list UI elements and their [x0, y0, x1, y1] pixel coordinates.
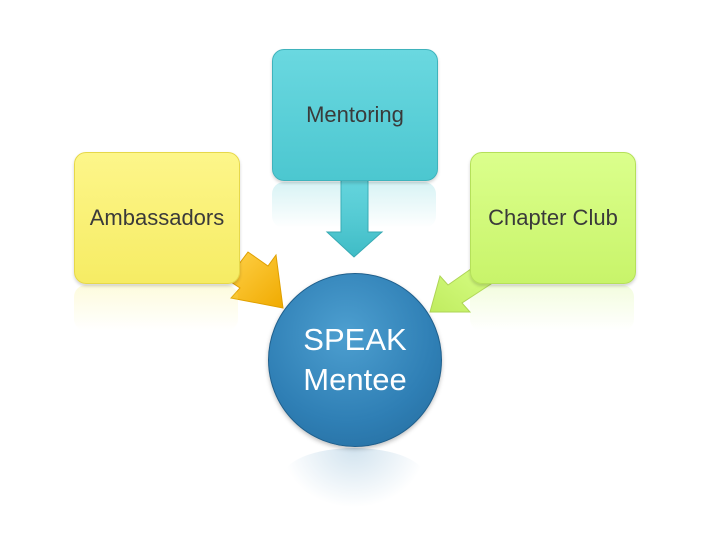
ambassadors-reflection: [74, 285, 238, 331]
center-label-line2: Mentee: [303, 362, 407, 397]
chapter-club-reflection: [470, 285, 634, 331]
ambassadors-node: Ambassadors: [74, 152, 240, 284]
center-label-line1: SPEAK: [303, 322, 407, 357]
mentoring-reflection: [272, 182, 436, 228]
mentoring-node: Mentoring: [272, 49, 438, 181]
ambassadors-label: Ambassadors: [89, 205, 225, 230]
chapter-club-node: Chapter Club: [470, 152, 636, 284]
chapter-club-label: Chapter Club: [488, 205, 618, 230]
arrow-mentoring-to-center: [325, 179, 384, 258]
mentoring-label: Mentoring: [306, 102, 404, 127]
center-reflection: [282, 448, 426, 508]
speak-mentee-center-node: SPEAK Mentee: [268, 273, 442, 447]
